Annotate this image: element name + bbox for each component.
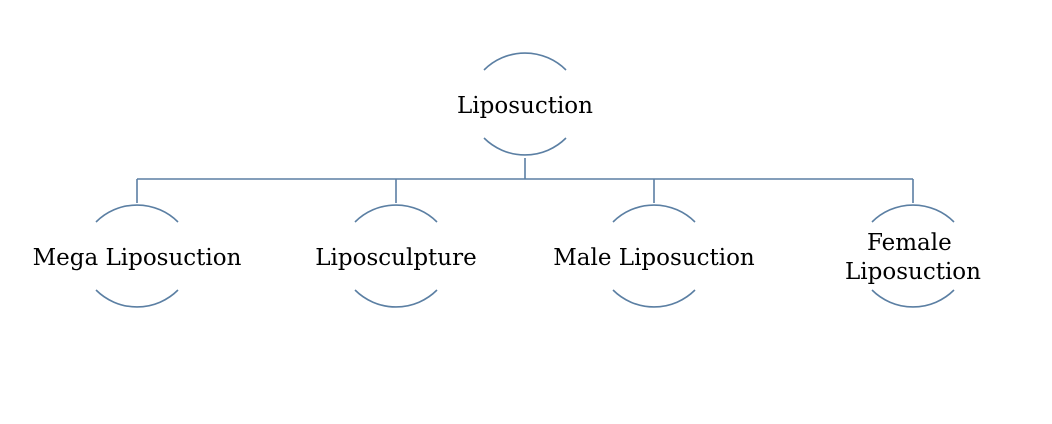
child-top-arc [354,204,438,223]
child-label-line: Liposculpture [315,245,476,271]
child-label: Mega Liposuction [33,245,242,271]
child-label: Female Liposuction [845,230,981,285]
child-label: Liposculpture [315,245,476,271]
child-top-arc [871,204,955,223]
child-bottom-arc [612,289,696,308]
root-top-arc [483,52,567,71]
child-node-female-liposuction: Female Liposuction [845,204,981,308]
connectors [136,158,914,203]
child-label-line: Male Liposuction [553,245,755,271]
child-node-mega-liposuction: Mega Liposuction [33,204,242,308]
child-node-liposculpture: Liposculpture [315,204,477,308]
root-bottom-arc [483,137,567,156]
child-top-arc [95,204,179,223]
child-label: Male Liposuction [553,245,755,271]
root-label: Liposuction [457,93,593,119]
child-bottom-arc [871,289,955,308]
child-top-arc [612,204,696,223]
root-node: Liposuction [457,52,593,156]
child-bottom-arc [354,289,438,308]
child-bottom-arc [95,289,179,308]
child-label-line: Liposuction [845,259,981,285]
child-label-line: Female [867,230,952,256]
child-label-line: Mega Liposuction [33,245,242,271]
child-node-male-liposuction: Male Liposuction [553,204,755,308]
